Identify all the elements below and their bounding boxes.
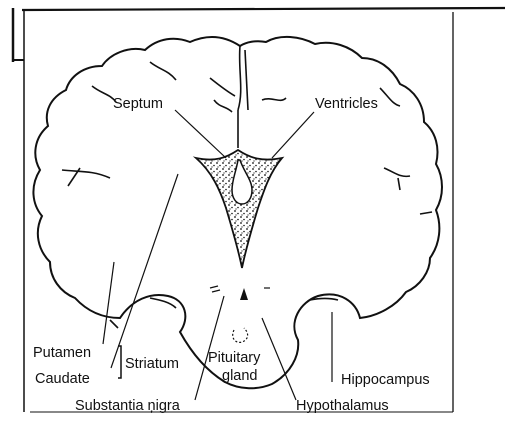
ventricles-label: Ventricles bbox=[315, 96, 378, 112]
third-ventricle-mark bbox=[240, 288, 248, 300]
putamen-label: Putamen bbox=[33, 345, 91, 361]
caudate-label: Caudate bbox=[35, 371, 90, 387]
striatum-bracket bbox=[118, 346, 121, 378]
pituitary-label-line2: gland bbox=[222, 368, 257, 384]
hypothalamus-label: Hypothalamus bbox=[296, 398, 389, 414]
pituitary-label-line1: Pituitary bbox=[208, 350, 261, 366]
substantia-nigra-marks bbox=[210, 286, 270, 292]
septum-label: Septum bbox=[113, 96, 163, 112]
striatum-label: Striatum bbox=[125, 356, 179, 372]
optic-chiasm-mark bbox=[233, 328, 248, 342]
substantia-nigra-label: Substantia ņigra bbox=[75, 398, 181, 414]
hippocampus-label: Hippocampus bbox=[341, 372, 430, 388]
